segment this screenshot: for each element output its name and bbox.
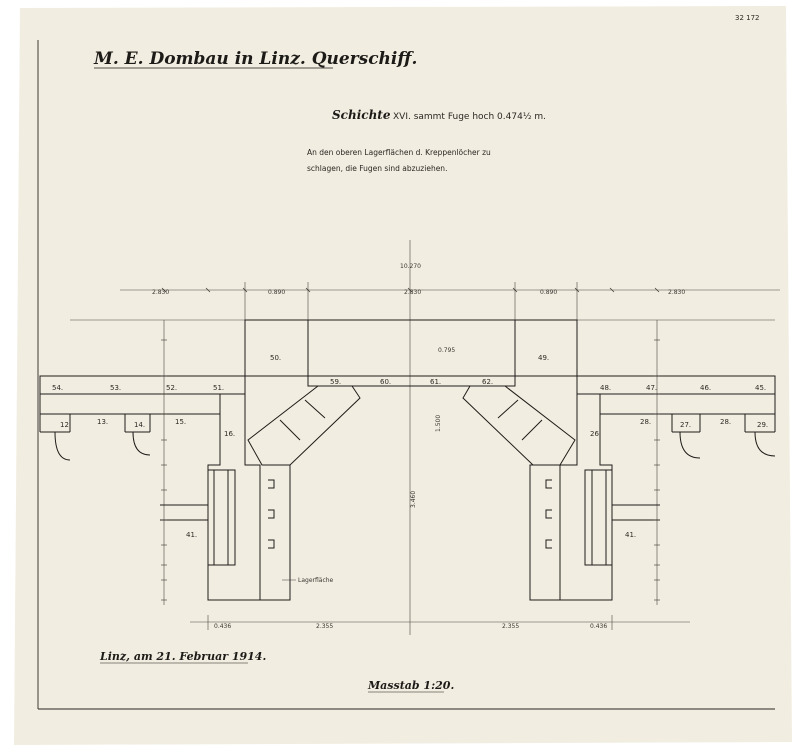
stone-28b: 28. <box>720 418 731 426</box>
dimension-tick <box>407 287 413 293</box>
drawing-title: M. E. Dombau in Linz. Querschiff. <box>93 49 417 69</box>
dimension-top-1: 2.830 <box>152 289 169 296</box>
place-date: Linz, am 21. Februar 1914. <box>99 650 266 663</box>
dimension-bottom-3: 2.355 <box>502 623 519 630</box>
stone-13: 13. <box>97 418 108 426</box>
callout-label: Lagerfläche <box>298 577 334 584</box>
dimension-center-vertical: 3.460 <box>410 491 417 508</box>
subtitle-main: Schichte <box>332 108 391 122</box>
stone-29: 29. <box>757 421 768 429</box>
subtitle-detail: XVI. sammt Fuge hoch 0.474½ m. <box>393 112 546 122</box>
stone-15: 15. <box>175 418 186 426</box>
dimension-top-2: 0.890 <box>268 289 285 296</box>
dimension-bottom-4: 0.436 <box>590 623 607 630</box>
plan-walls <box>39 319 776 601</box>
stone-center-label: 0.795 <box>438 347 455 354</box>
stone-61: 61. <box>430 378 441 386</box>
dimension-top-5: 2.830 <box>668 289 685 296</box>
dimension-top-3: 2.830 <box>404 289 421 296</box>
stone-26: 26. <box>590 430 601 438</box>
note-line-1: An den oberen Lagerflächen d. Kreppenlöc… <box>307 148 491 157</box>
stone-12: 12. <box>60 421 71 429</box>
stone-41-left: 41. <box>186 531 197 539</box>
stone-45: 45. <box>755 384 766 392</box>
stone-41-right: 41. <box>625 531 636 539</box>
stone-28a: 28. <box>640 418 651 426</box>
stone-50: 50. <box>270 354 281 362</box>
stone-52: 52. <box>166 384 177 392</box>
dimension-tick <box>305 287 311 293</box>
stone-14: 14. <box>134 421 145 429</box>
dimension-overall: 10.270 <box>400 263 421 270</box>
dimension-tick <box>161 287 167 293</box>
dimension-ticks <box>161 287 660 601</box>
scale-label: Masstab 1:20. <box>367 679 454 692</box>
dimension-tick <box>512 287 518 293</box>
stone-49: 49. <box>538 354 549 362</box>
dimension-bottom-2: 2.355 <box>316 623 333 630</box>
archive-mark: 32 172 <box>735 14 760 22</box>
stone-47: 47. <box>646 384 657 392</box>
dimension-tick <box>574 287 580 293</box>
note-line-2: schlagen, die Fugen sind abzuziehen. <box>307 164 447 173</box>
dimension-tick <box>609 287 615 293</box>
stone-16: 16. <box>224 430 235 438</box>
stone-51: 51. <box>213 384 224 392</box>
dimension-tick <box>242 287 248 293</box>
stone-60: 60. <box>380 378 391 386</box>
stone-48: 48. <box>600 384 611 392</box>
dimension-bottom-1: 0.436 <box>214 623 231 630</box>
dimension-center-mid: 1.500 <box>435 415 442 432</box>
stone-59: 59. <box>330 378 341 386</box>
stone-46: 46. <box>700 384 711 392</box>
stone-53: 53. <box>110 384 121 392</box>
dimension-tick <box>654 287 660 293</box>
stone-62: 62. <box>482 378 493 386</box>
dimension-tick <box>205 287 211 293</box>
dimension-top-4: 0.890 <box>540 289 557 296</box>
stone-27: 27. <box>680 421 691 429</box>
stone-54: 54. <box>52 384 63 392</box>
